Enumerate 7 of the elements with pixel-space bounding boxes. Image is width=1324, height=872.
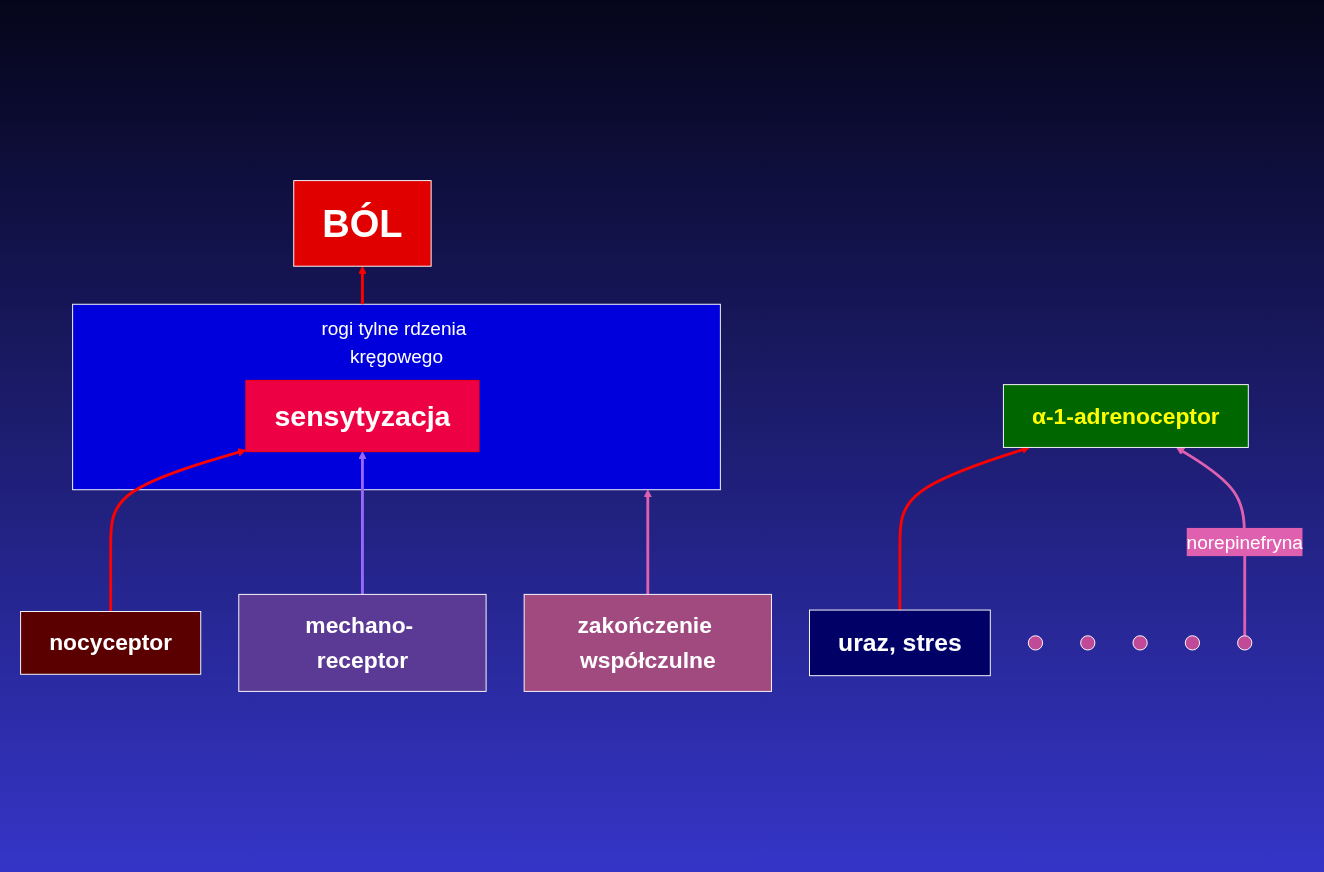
process-box: α-1-adrenoceptor [1003, 384, 1249, 448]
process-box: zakończenie współczulne [523, 593, 773, 692]
process-box: sensytyzacja [245, 379, 480, 453]
process-box: uraz, stres [809, 609, 991, 677]
process-box: mechano- receptor [238, 593, 487, 692]
process-box: nocyceptor [20, 611, 202, 675]
process-box: BÓL [293, 180, 432, 267]
